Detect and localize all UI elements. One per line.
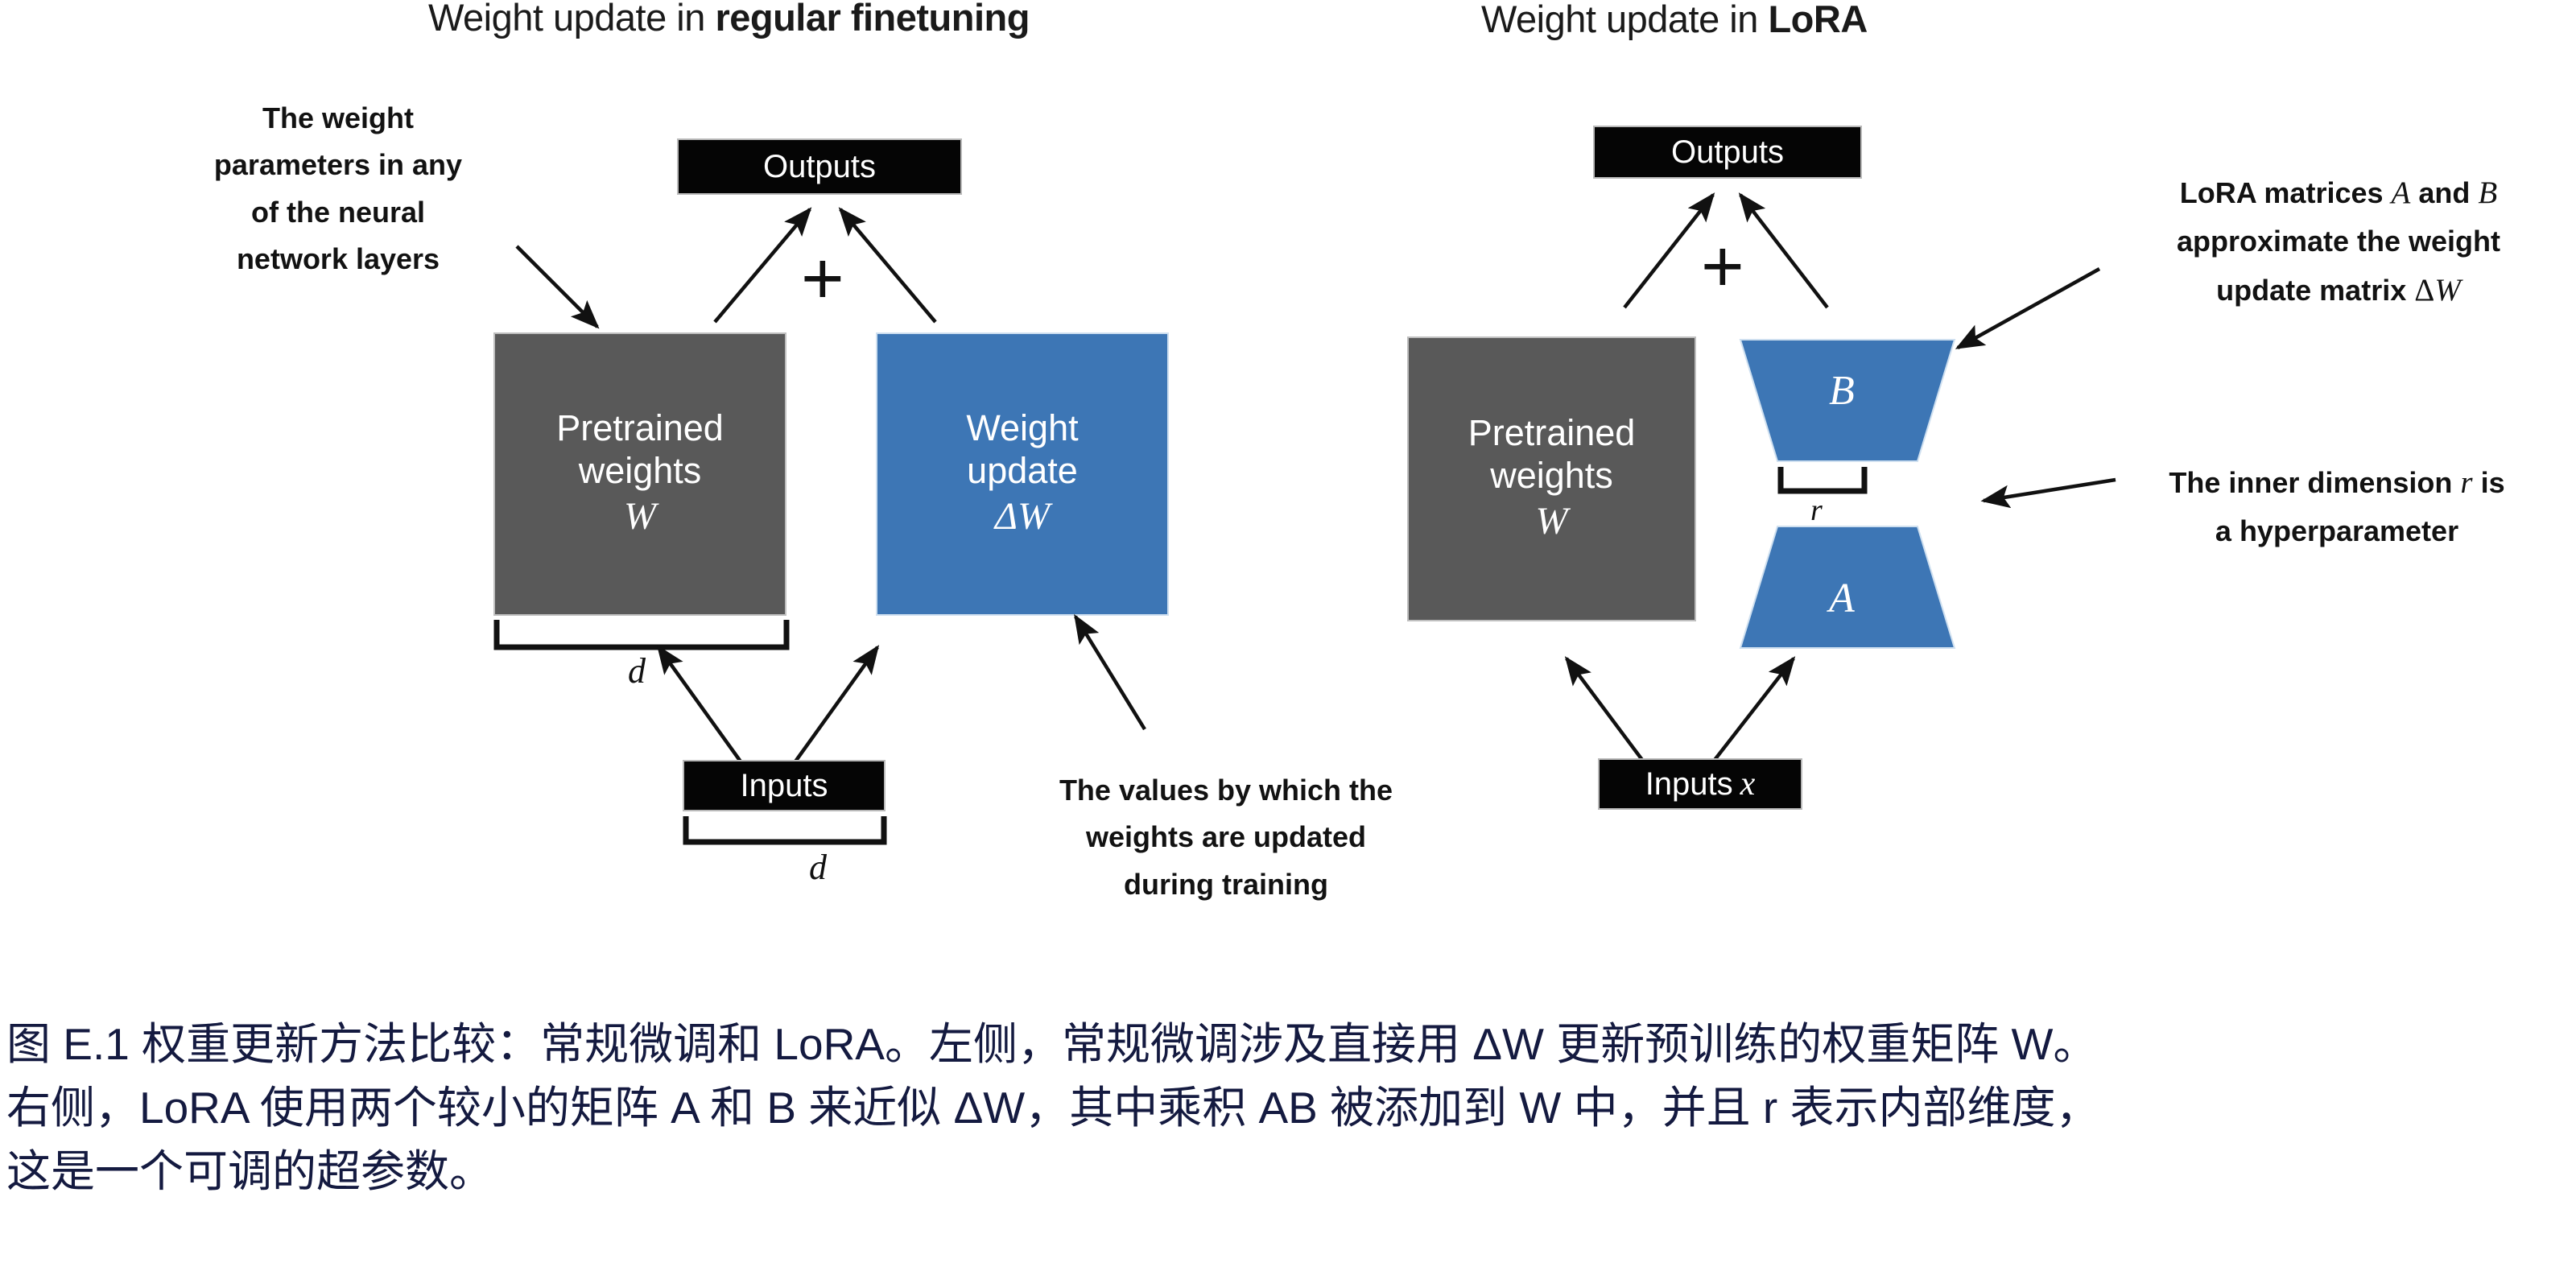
right-panel-title: Weight update in LoRA (1481, 0, 1868, 41)
matrix-b-trapezoid (1739, 339, 1956, 462)
right-sum-arrows (1623, 192, 1829, 309)
note-lora-matrices-line2: approximate the weight (2176, 225, 2501, 258)
right-outputs-label: Outputs (1670, 134, 1785, 170)
right-title-emphasis: LoRA (1768, 0, 1868, 40)
left-update-line2: update (967, 449, 1078, 491)
right-pretrained-line2: weights (1490, 454, 1613, 496)
matrix-a-label: A (1829, 576, 1855, 621)
figure-lora-weight-update: Weight update in regular finetuning Outp… (213, 0, 2552, 901)
note-lora-matrices-line1: LoRA matrices A and B (2179, 175, 2498, 210)
left-input-arrows (656, 645, 880, 763)
note-weight-parameters-arrow (515, 245, 600, 329)
left-panel-title: Weight update in regular finetuning (428, 0, 1030, 39)
figure-caption: 图 E.1 权重更新方法比较：常规微调和 LoRA。左侧，常规微调涉及直接用 Δ… (6, 1019, 2100, 1197)
right-pretrained-line1: Pretrained (1468, 411, 1636, 453)
left-title-emphasis: regular finetuning (715, 0, 1030, 39)
matrix-a-trapezoid (1739, 526, 1956, 649)
left-inputs-label: Inputs (740, 767, 828, 803)
left-inputs-box: Inputs (684, 761, 884, 810)
left-dim-bracket-top (493, 620, 790, 650)
left-dim-label-top: d (628, 651, 646, 691)
left-plus-symbol: + (801, 237, 844, 320)
left-dim-bracket-bottom (683, 816, 887, 845)
matrix-b-label: B (1829, 368, 1855, 414)
left-sum-arrows (713, 207, 937, 324)
left-outputs-label: Outputs (762, 148, 877, 184)
left-weight-update-box: Weight update ΔW (877, 334, 1167, 614)
note-lora-matrices-line3: update matrix ΔW (2216, 273, 2461, 308)
left-update-line1: Weight (966, 407, 1079, 448)
inner-dimension-label: r (1810, 493, 1823, 527)
note-inner-dimension-line2: a hyperparameter (2215, 514, 2459, 548)
right-plus-symbol: + (1701, 225, 1744, 307)
right-pretrained-symbol: W (1535, 499, 1568, 543)
note-lora-matrices-arrow (1955, 267, 2101, 349)
left-dim-label-bottom: d (809, 848, 827, 887)
right-inputs-label: Inputs (1645, 766, 1733, 802)
right-inputs-symbol: x (1740, 766, 1756, 803)
note-values-updated: The values by which the weights are upda… (1059, 774, 1393, 901)
note-weight-parameters: The weight parameters in any of the neur… (213, 101, 463, 275)
left-update-symbol: ΔW (994, 494, 1051, 538)
inner-dimension-bracket (1777, 467, 1868, 494)
left-pretrained-weights-box: Pretrained weights W (495, 334, 785, 614)
left-pretrained-line1: Pretrained (556, 407, 724, 448)
note-lora-matrices: LoRA matrices A and B approximate the we… (2125, 167, 2552, 316)
left-pretrained-symbol: W (624, 494, 656, 538)
note-inner-dimension: The inner dimension r is a hyperparamete… (2124, 457, 2550, 555)
note-inner-dimension-line1: The inner dimension r is (2169, 465, 2505, 500)
right-input-arrows (1564, 656, 1796, 761)
note-inner-dimension-arrow (1980, 477, 2116, 509)
right-pretrained-weights-box: Pretrained weights W (1409, 338, 1695, 620)
left-title-prefix: Weight update in (428, 0, 716, 39)
right-title-prefix: Weight update in (1481, 0, 1769, 40)
right-outputs-box: Outputs (1595, 127, 1860, 177)
left-outputs-box: Outputs (679, 140, 960, 193)
note-values-updated-arrow (1074, 613, 1146, 731)
left-pretrained-line2: weights (578, 449, 702, 491)
